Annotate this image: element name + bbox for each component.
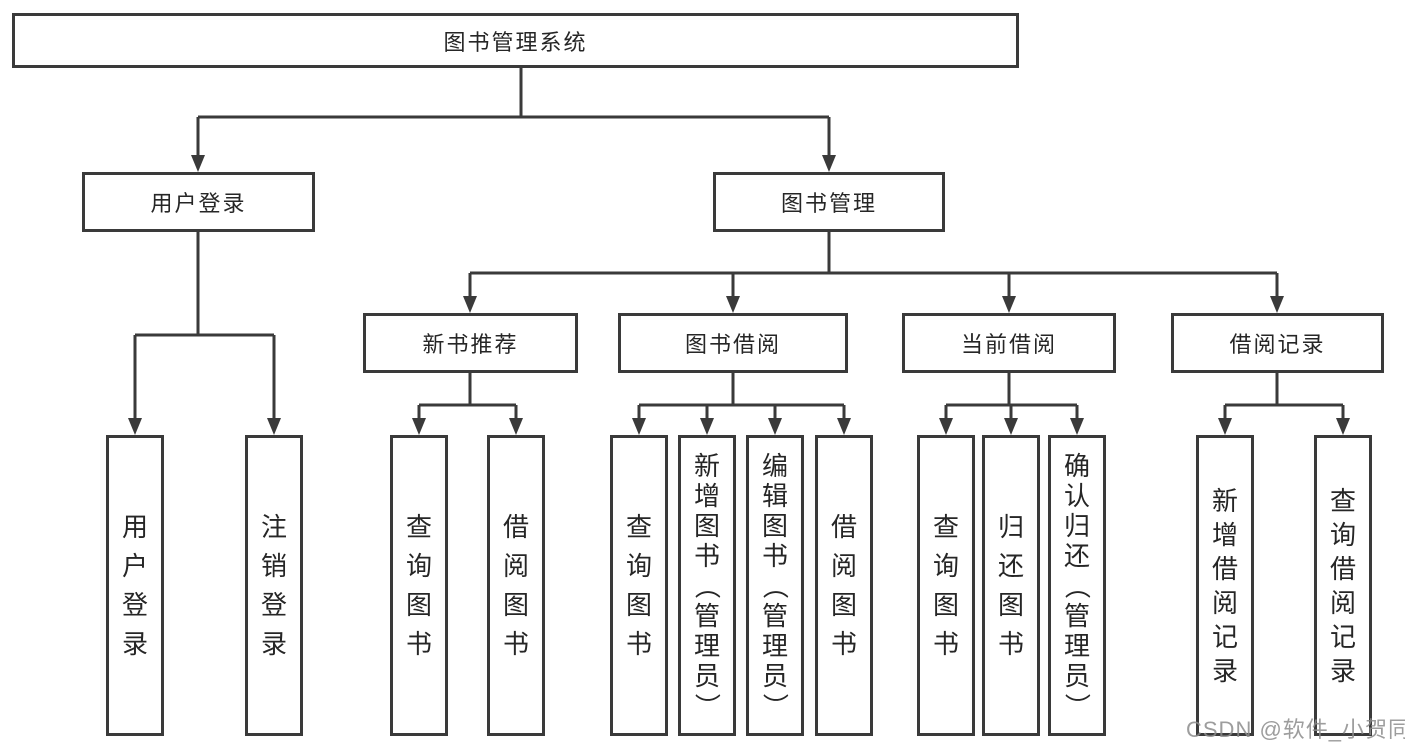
- arrow-icon: [837, 418, 851, 435]
- node-leaf-edit-books-admin: 编辑图书（管理员）: [746, 435, 804, 736]
- arrow-icon: [463, 296, 477, 313]
- node-leaf-query-books-recommend: 查询图书: [390, 435, 448, 736]
- node-leaf-add-borrow-record: 新增借阅记录: [1196, 435, 1254, 736]
- arrow-icon: [191, 155, 205, 172]
- node-leaf-return-books: 归还图书: [982, 435, 1040, 736]
- node-leaf-user-login: 用户登录: [106, 435, 164, 736]
- arrow-icon: [1070, 418, 1084, 435]
- arrow-icon: [768, 418, 782, 435]
- node-leaf-query-borrow-record: 查询借阅记录: [1314, 435, 1372, 736]
- arrow-icon: [700, 418, 714, 435]
- node-book-borrowing: 图书借阅: [618, 313, 848, 373]
- arrow-icon: [632, 418, 646, 435]
- arrow-icon: [1002, 296, 1016, 313]
- node-leaf-add-books-admin: 新增图书（管理员）: [678, 435, 736, 736]
- csdn-watermark: CSDN @软件_小贺同学: [1186, 717, 1405, 742]
- node-library-management-system: 图书管理系统: [12, 13, 1019, 68]
- arrow-icon: [412, 418, 426, 435]
- node-leaf-confirm-return-admin: 确认归还（管理员）: [1048, 435, 1106, 736]
- node-borrowing-records: 借阅记录: [1171, 313, 1384, 373]
- arrow-icon: [128, 418, 142, 435]
- node-new-book-recommendation: 新书推荐: [363, 313, 578, 373]
- node-book-management: 图书管理: [713, 172, 945, 232]
- node-user-login: 用户登录: [82, 172, 315, 232]
- node-leaf-query-books-borrowing: 查询图书: [610, 435, 668, 736]
- arrow-icon: [1270, 296, 1284, 313]
- arrowheads: [128, 155, 1350, 435]
- arrow-icon: [822, 155, 836, 172]
- node-leaf-logout-login: 注销登录: [245, 435, 303, 736]
- node-leaf-query-books-current: 查询图书: [917, 435, 975, 736]
- arrow-icon: [1004, 418, 1018, 435]
- node-leaf-borrow-books-borrowing: 借阅图书: [815, 435, 873, 736]
- arrow-icon: [939, 418, 953, 435]
- arrow-icon: [726, 296, 740, 313]
- node-current-borrowing: 当前借阅: [902, 313, 1116, 373]
- arrow-icon: [267, 418, 281, 435]
- arrow-icon: [1336, 418, 1350, 435]
- node-leaf-borrow-books-recommend: 借阅图书: [487, 435, 545, 736]
- arrow-icon: [1218, 418, 1232, 435]
- arrow-icon: [509, 418, 523, 435]
